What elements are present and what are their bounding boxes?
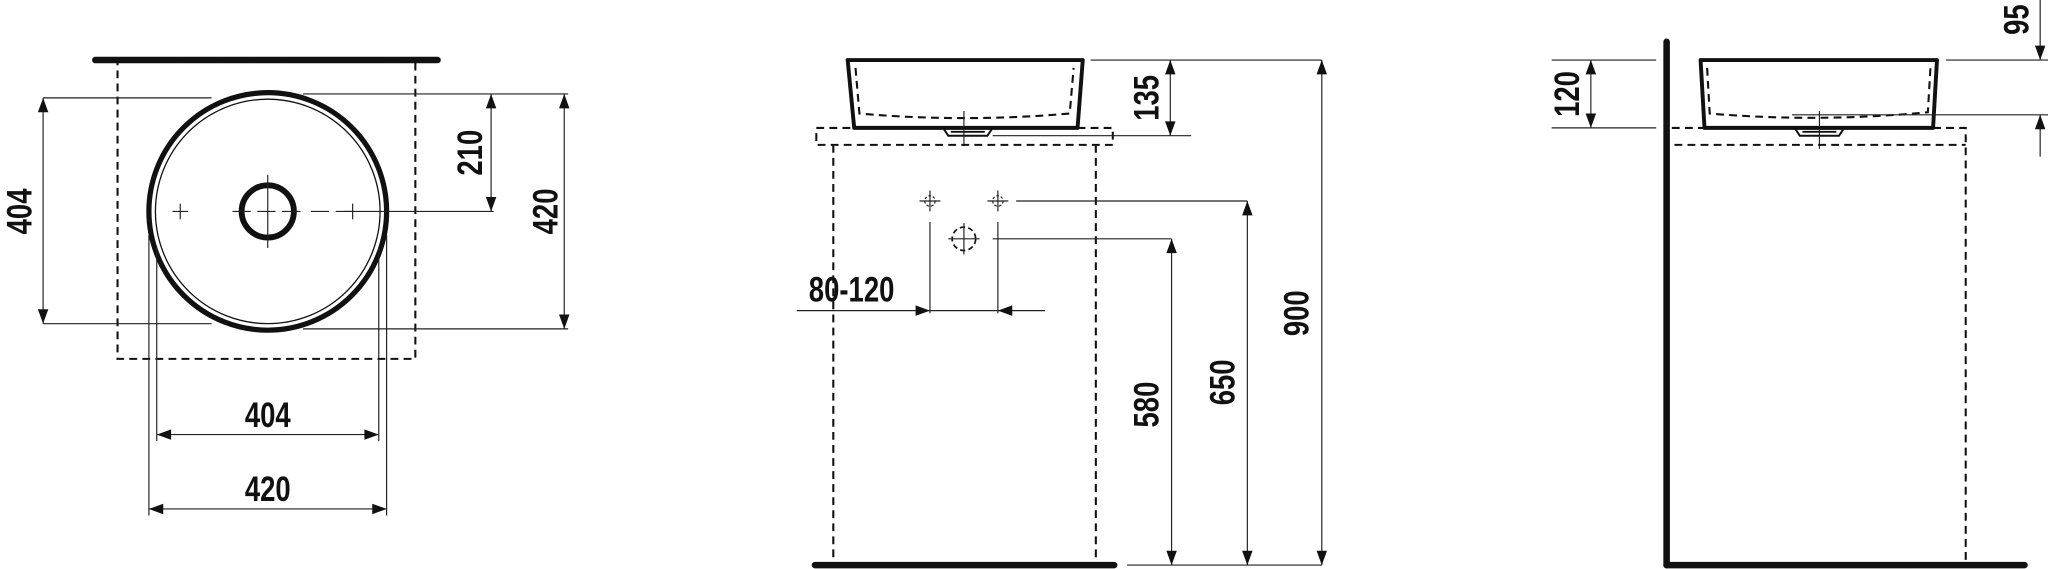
front-view: 135 80-120 580 650 900 bbox=[796, 58, 1328, 569]
arrowhead bbox=[37, 97, 49, 113]
arrowhead bbox=[915, 305, 930, 316]
arrowhead bbox=[37, 309, 49, 324]
arrowhead bbox=[372, 503, 387, 515]
cabinet-sides bbox=[832, 144, 1097, 562]
dim-label-900: 900 bbox=[1276, 290, 1316, 336]
arrowhead bbox=[1316, 60, 1328, 75]
dim-label-420-vertical: 420 bbox=[525, 188, 565, 234]
countertop-cabinet-side bbox=[1671, 126, 1967, 566]
plan-view: 404 210 420 404 420 bbox=[0, 56, 570, 516]
arrowhead bbox=[1585, 113, 1597, 128]
tap-hole-left-icon bbox=[919, 190, 941, 212]
dim-label-120: 120 bbox=[1547, 71, 1587, 117]
arrowhead bbox=[559, 93, 570, 109]
dim-label-95: 95 bbox=[1996, 4, 2036, 35]
dim-label-210: 210 bbox=[450, 130, 490, 176]
arrowhead bbox=[2034, 45, 2046, 61]
basin-front bbox=[845, 58, 1085, 130]
extension-lines-bottom bbox=[148, 234, 388, 516]
arrowhead bbox=[148, 503, 164, 515]
dim-label-420-horizontal: 420 bbox=[245, 469, 291, 509]
arrowhead bbox=[1242, 200, 1253, 216]
extension-lines-side bbox=[1551, 0, 2048, 157]
cabinet-outline bbox=[116, 58, 417, 360]
arrowhead bbox=[559, 314, 570, 329]
dim-lines-plan bbox=[37, 93, 570, 515]
arrowhead bbox=[485, 197, 497, 212]
basin-side bbox=[1698, 58, 1939, 130]
dim-lines-side bbox=[1585, 45, 2046, 130]
extension-lines-front bbox=[796, 59, 1322, 566]
arrowhead bbox=[1166, 238, 1177, 254]
dim-label-404-horizontal: 404 bbox=[245, 394, 291, 434]
arrowhead bbox=[997, 305, 1013, 316]
arrowhead bbox=[1242, 550, 1253, 566]
arrowhead bbox=[156, 429, 172, 440]
dim-label-80-120: 80-120 bbox=[809, 269, 895, 309]
arrowhead bbox=[364, 429, 379, 440]
waste-outlet-icon bbox=[948, 223, 980, 255]
arrowhead bbox=[1585, 60, 1597, 75]
tap-marker-icon bbox=[172, 203, 361, 220]
extension-lines bbox=[43, 93, 569, 330]
arrowhead bbox=[485, 93, 497, 109]
arrowhead bbox=[1165, 60, 1176, 75]
drain-trap bbox=[942, 127, 994, 137]
side-view: 120 95 bbox=[1547, 0, 2048, 569]
arrowhead bbox=[1165, 121, 1176, 136]
tap-hole-right-icon bbox=[987, 190, 1009, 212]
arrowhead bbox=[2034, 114, 2046, 130]
dim-label-650: 650 bbox=[1202, 359, 1242, 405]
dim-lines-front bbox=[915, 60, 1328, 566]
dim-label-135: 135 bbox=[1126, 75, 1166, 121]
arrowhead bbox=[1166, 550, 1177, 566]
dim-label-404-vertical: 404 bbox=[0, 188, 39, 234]
dim-label-580: 580 bbox=[1126, 382, 1166, 428]
countertop bbox=[815, 126, 1114, 146]
arrowhead bbox=[1316, 550, 1328, 566]
